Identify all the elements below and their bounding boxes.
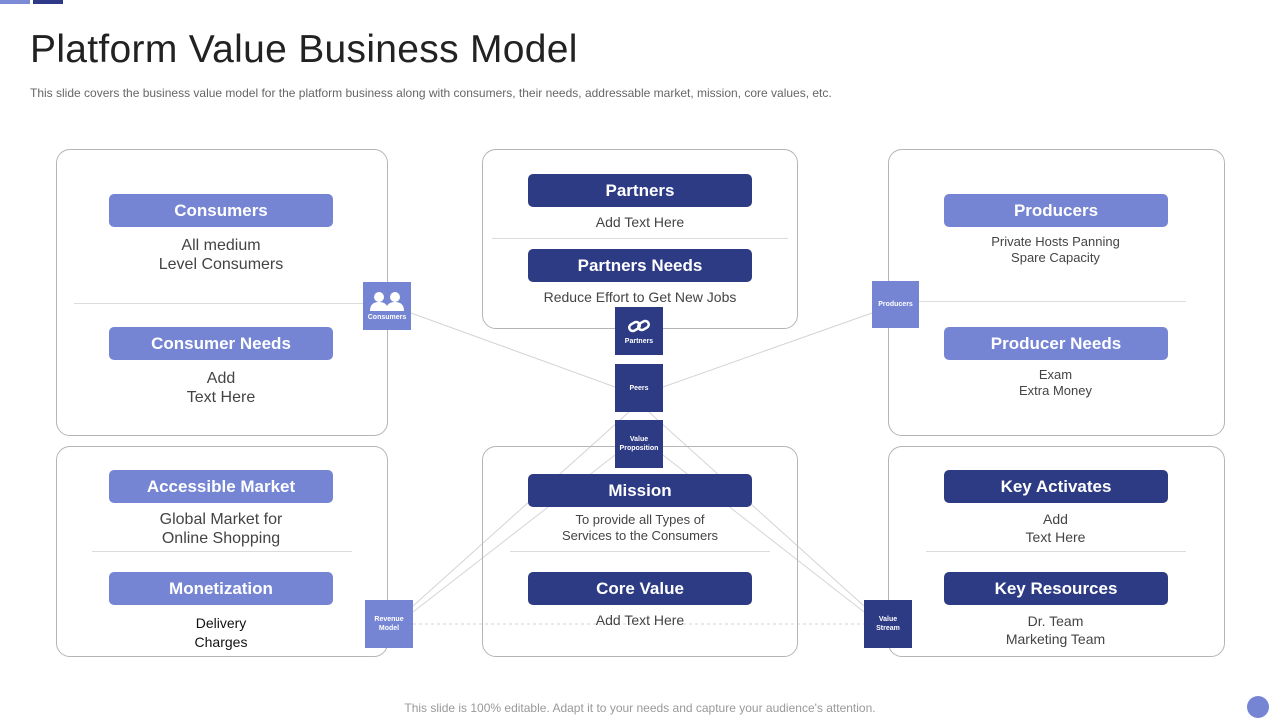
monetization-text-line2: Charges [194, 634, 248, 650]
page-title: Platform Value Business Model [30, 28, 578, 71]
partners-divider [492, 238, 788, 239]
monetization-heading: Monetization [109, 572, 333, 605]
key-activates-text-line1: Add [1043, 511, 1068, 527]
monetization-text: Delivery Charges [56, 614, 386, 652]
key-activates-heading: Key Activates [944, 470, 1168, 503]
core-value-text: Add Text Here [595, 612, 685, 628]
link-icon [628, 319, 650, 332]
producers-divider [918, 301, 1186, 302]
partners-needs-heading: Partners Needs [528, 249, 752, 282]
partners-text: Add Text Here [595, 214, 685, 230]
value-proposition-node-label-line2: Proposition [619, 445, 659, 452]
key-activates-text: Add Text Here [888, 510, 1223, 546]
monetization-text-line1: Delivery [195, 615, 247, 631]
top-accent-dark [33, 0, 63, 4]
value-stream-node: Value Stream [864, 600, 912, 648]
producers-node: Producers [872, 281, 919, 328]
key-resources-heading: Key Resources [944, 572, 1168, 605]
consumer-needs-text-line1: Add [206, 370, 236, 387]
value-proposition-node: Value Proposition [615, 420, 663, 468]
consumer-needs-heading: Consumer Needs [109, 327, 333, 360]
producer-needs-text-line2: Extra Money [1019, 383, 1092, 398]
partners-needs-text: Reduce Effort to Get New Jobs [543, 289, 737, 305]
mission-heading: Mission [528, 474, 752, 507]
page-subtitle: This slide covers the business value mod… [30, 86, 832, 100]
producers-text-line1: Private Hosts Panning [991, 234, 1120, 249]
partners-node-label: Partners [624, 337, 654, 345]
key-activates-text-line2: Text Here [1025, 529, 1086, 545]
accessible-market-text: Global Market for Online Shopping [56, 510, 386, 548]
producers-text: Private Hosts Panning Spare Capacity [888, 234, 1223, 266]
peers-node-label: Peers [629, 384, 649, 392]
resources-divider [926, 551, 1186, 552]
consumers-text: All medium Level Consumers [56, 236, 386, 274]
consumers-text-line2: Level Consumers [158, 256, 284, 273]
consumers-heading: Consumers [109, 194, 333, 227]
producers-text-line2: Spare Capacity [1011, 250, 1100, 265]
revenue-model-node-label-line1: Revenue [374, 616, 404, 623]
revenue-model-node-label-line2: Model [378, 625, 400, 632]
core-value-heading: Core Value [528, 572, 752, 605]
key-resources-text-line2: Marketing Team [1005, 631, 1106, 647]
producer-needs-text-line1: Exam [1038, 367, 1073, 382]
accessible-market-heading: Accessible Market [109, 470, 333, 503]
accessible-market-text-line2: Online Shopping [161, 530, 281, 547]
partners-heading: Partners [528, 174, 752, 207]
market-panel [56, 446, 388, 657]
value-proposition-node-label-line1: Value [629, 436, 649, 443]
users-icon [370, 291, 404, 311]
consumers-text-line1: All medium [181, 237, 261, 254]
consumers-node: Consumers [363, 282, 411, 330]
mission-text: To provide all Types of Services to the … [482, 512, 798, 544]
producers-node-label: Producers [878, 301, 913, 308]
value-stream-node-label-line1: Value [878, 616, 898, 623]
producer-needs-heading: Producer Needs [944, 327, 1168, 360]
corner-dot [1247, 696, 1269, 718]
accessible-market-text-line1: Global Market for [159, 511, 283, 528]
mission-divider [510, 551, 770, 552]
key-resources-text-line1: Dr. Team [1027, 613, 1084, 629]
peers-node: Peers [615, 364, 663, 412]
top-accent-light [0, 0, 30, 4]
revenue-model-node: Revenue Model [365, 600, 413, 648]
consumers-node-label: Consumers [367, 313, 407, 321]
consumers-divider [74, 303, 374, 304]
footer-note: This slide is 100% editable. Adapt it to… [404, 701, 876, 715]
producers-heading: Producers [944, 194, 1168, 227]
market-divider [92, 551, 352, 552]
key-resources-text: Dr. Team Marketing Team [888, 612, 1223, 648]
consumer-needs-text: Add Text Here [56, 369, 386, 407]
resources-panel [888, 446, 1225, 657]
value-stream-node-label-line2: Stream [876, 625, 900, 632]
partners-node: Partners [615, 307, 663, 355]
mission-text-line1: To provide all Types of [575, 512, 705, 527]
producer-needs-text: Exam Extra Money [888, 367, 1223, 399]
mission-text-line2: Services to the Consumers [561, 528, 719, 543]
consumer-needs-text-line2: Text Here [186, 389, 256, 406]
